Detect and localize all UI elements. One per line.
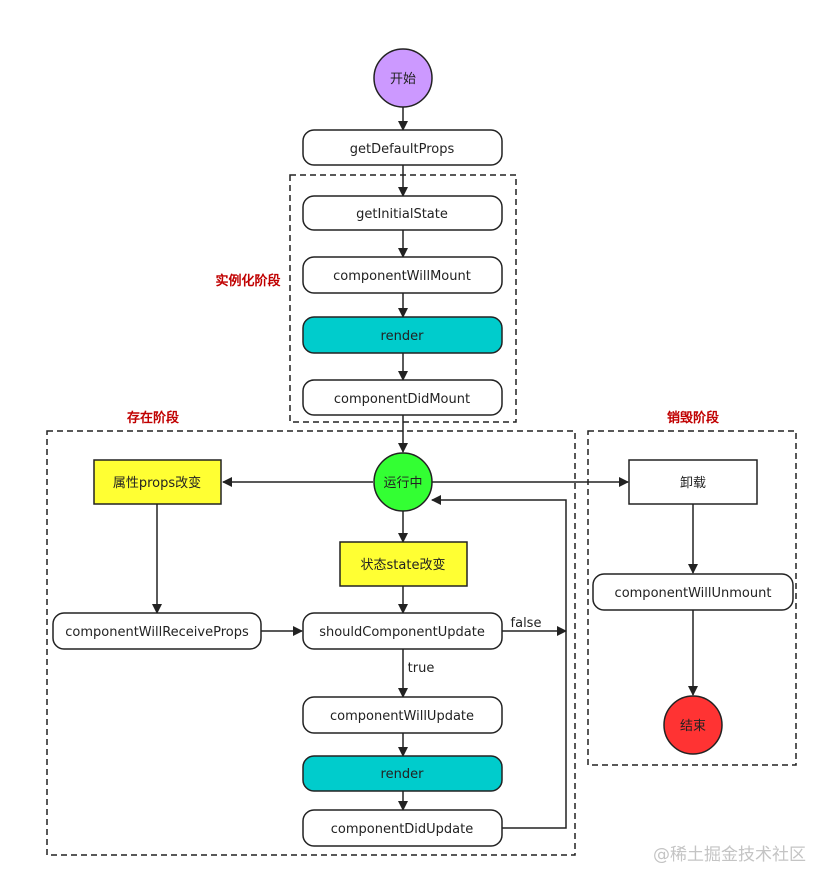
propsChange-label: 属性props改变	[113, 475, 201, 491]
edge-componentDidUpdate-running-loop	[431, 495, 567, 829]
componentDidUpdate-label: componentDidUpdate	[331, 822, 474, 837]
getDefaultProps-label: getDefaultProps	[350, 142, 455, 157]
watermark-text: @稀土掘金技术社区	[653, 845, 806, 865]
start-node-label: 开始	[390, 72, 416, 87]
edge-label-true: true	[408, 661, 435, 676]
componentWillMount-label: componentWillMount	[333, 269, 471, 284]
existence-phase-box	[46, 430, 576, 856]
render-update-label: render	[381, 767, 425, 782]
componentWillReceiveProps-label: componentWillReceiveProps	[65, 625, 249, 640]
start-node: 开始	[373, 48, 433, 108]
stateChange-label: 状态state改变	[361, 557, 446, 573]
componentWillMount-node: componentWillMount	[302, 256, 503, 294]
running-node: 运行中	[373, 452, 433, 512]
componentDidMount-node: componentDidMount	[302, 379, 503, 416]
shouldComponentUpdate-label: shouldComponentUpdate	[319, 625, 485, 640]
getInitialState-node: getInitialState	[302, 195, 503, 231]
componentWillUpdate-label: componentWillUpdate	[330, 709, 474, 724]
unload-label: 卸载	[680, 475, 706, 491]
componentWillUnmount-node: componentWillUnmount	[592, 573, 794, 611]
getInitialState-label: getInitialState	[356, 207, 448, 222]
shouldComponentUpdate-node: shouldComponentUpdate	[302, 612, 503, 650]
render-node-update: render	[302, 755, 503, 792]
existence-phase-label: 存在阶段	[127, 410, 179, 426]
render-mount-label: render	[381, 329, 425, 344]
getDefaultProps-node: getDefaultProps	[302, 129, 503, 166]
end-node: 结束	[663, 695, 723, 755]
instantiation-phase-label: 实例化阶段	[215, 273, 280, 289]
destruction-phase-label: 销毁阶段	[667, 410, 719, 426]
destruction-phase-box	[587, 430, 797, 766]
componentWillUpdate-node: componentWillUpdate	[302, 696, 503, 734]
componentDidUpdate-node: componentDidUpdate	[302, 809, 503, 847]
edge-label-false: false	[511, 616, 542, 631]
propsChange-node: 属性props改变	[93, 459, 222, 505]
componentDidMount-label: componentDidMount	[334, 392, 470, 407]
stateChange-node: 状态state改变	[339, 541, 468, 587]
render-node-mount: render	[302, 316, 503, 354]
componentWillReceiveProps-node: componentWillReceiveProps	[52, 612, 262, 650]
unload-node: 卸载	[628, 459, 758, 505]
end-node-label: 结束	[680, 719, 706, 734]
componentWillUnmount-label: componentWillUnmount	[615, 586, 772, 601]
running-node-label: 运行中	[383, 476, 422, 491]
